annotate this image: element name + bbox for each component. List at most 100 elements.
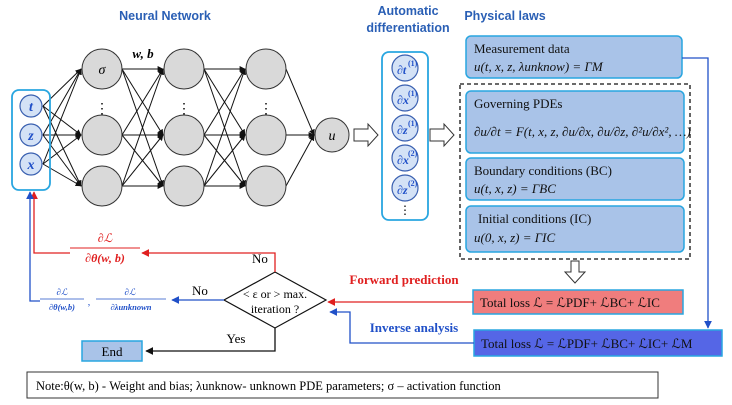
edge-in-0-h1-1 — [42, 105, 82, 136]
forward-prediction-label: Forward prediction — [349, 272, 459, 287]
input-label-z: z — [27, 129, 34, 144]
hidden-node-l2-3 — [163, 165, 205, 207]
hidden-node-l3-1 — [245, 48, 287, 90]
sigma-label: σ — [99, 63, 107, 78]
blue-gradient-numerator-2: ∂ℒ — [125, 287, 136, 297]
blue-gradient-denominator-2: ∂λunknown — [110, 302, 151, 312]
blue-gradient-denominator-1: ∂θ(w,b) — [49, 302, 75, 312]
hidden-node-l1-2 — [81, 114, 123, 156]
hidden-node-l3-3 — [245, 165, 287, 207]
autodiff-ellipsis: ⋮ — [399, 203, 411, 217]
autodiff-order-1: (1) — [408, 59, 418, 68]
hidden-node-l2-1 — [163, 48, 205, 90]
blue-gradient-numerator-1: ∂ℒ — [57, 287, 68, 297]
weights-label: w, b — [132, 46, 154, 61]
edge-h2-2-h3-1 — [203, 134, 246, 187]
hidden-node-l1-3 — [81, 165, 123, 207]
yes-arrow — [145, 328, 276, 355]
forward-loss-box — [472, 289, 684, 315]
note-box — [26, 371, 659, 399]
autodiff-title-line2: differentiation — [366, 21, 449, 35]
hidden-node-l1-1 — [81, 48, 123, 90]
physics-constraints-group — [459, 83, 691, 260]
autodiff-order-3: (1) — [408, 119, 418, 128]
autodiff-node-2 — [391, 84, 419, 112]
nn-to-autodiff-arrow — [353, 122, 379, 148]
red-feedback-arrow — [30, 191, 70, 254]
autodiff-order-4: (2) — [408, 149, 418, 158]
no-left-label: No — [192, 283, 208, 298]
edge-h3-2-out — [285, 134, 315, 187]
hidden-node-l3-2 — [245, 114, 287, 156]
ellipsis-layer3: ⋮ — [259, 102, 273, 117]
measurement-equation: u(t, x, z, λunknow) = ΓM — [474, 59, 604, 74]
input-node-x — [19, 152, 43, 176]
ellipsis-layer2: ⋮ — [177, 102, 191, 117]
red-gradient-numerator: ∂ℒ — [98, 231, 113, 245]
forward-loss-text: Total loss ℒ = ℒPDF+ ℒBC+ ℒIC — [480, 295, 660, 310]
initial-conditions-box — [465, 205, 685, 253]
inverse-analysis-label: Inverse analysis — [370, 320, 458, 335]
input-node-z — [19, 123, 43, 147]
edge-in-1-h1-0 — [42, 68, 82, 136]
neural-network-title: Neural Network — [119, 9, 211, 23]
end-label: End — [102, 344, 123, 359]
autodiff-to-physics-arrow — [429, 122, 455, 148]
edge-in-1-h1-2 — [42, 134, 82, 187]
autodiff-node-4 — [391, 144, 419, 172]
edge-h2-1-h3-0 — [203, 68, 246, 136]
edge-h1-2-h2-1 — [121, 134, 164, 187]
input-label-x: x — [27, 158, 35, 173]
initial-title: Initial conditions (IC) — [478, 211, 591, 226]
boundary-conditions-box — [465, 157, 685, 201]
autodiff-node-1 — [391, 54, 419, 82]
output-node — [314, 117, 350, 153]
yes-label: Yes — [227, 331, 246, 346]
autodiff-var-5: ∂z — [397, 183, 408, 197]
physics-to-loss-arrow — [563, 260, 587, 284]
measurement-title: Measurement data — [474, 41, 570, 56]
autodiff-derivatives: ∂t(1)∂x(1)∂z(1)∂x(2)∂z(2) — [391, 54, 419, 202]
red-gradient-denominator: ∂θ(w, b) — [85, 251, 125, 265]
autodiff-order-2: (1) — [408, 89, 418, 98]
decision-line2: iteration ? — [251, 302, 299, 316]
measurement-to-inverse-arrow — [682, 57, 712, 329]
no-forward-arrow — [141, 249, 276, 272]
blue-gradient-comma: , — [88, 297, 91, 308]
physical-laws-title: Physical laws — [464, 9, 545, 23]
output-label: u — [329, 129, 336, 144]
initial-equation: u(0, x, z) = ΓIC — [474, 230, 555, 245]
autodiff-node-5 — [391, 174, 419, 202]
inverse-loss-arrow — [329, 308, 474, 344]
autodiff-var-4: ∂x — [397, 153, 409, 167]
autodiff-title-line1: Automatic — [377, 4, 438, 18]
autodiff-node-3 — [391, 114, 419, 142]
edge-in-0-h1-2 — [42, 105, 82, 187]
autodiff-order-5: (2) — [408, 179, 418, 188]
input-layer: tzx — [19, 94, 43, 176]
edge-h1-2-h2-0 — [121, 68, 165, 187]
input-node-t — [19, 94, 43, 118]
edge-h3-0-out — [285, 68, 315, 136]
autodiff-box — [381, 51, 429, 221]
hidden-node-l2-2 — [163, 114, 205, 156]
end-box — [81, 340, 143, 362]
input-label-t: t — [29, 100, 34, 115]
governing-title: Governing PDEs — [474, 96, 562, 111]
note-text: Note:θ(w, b) - Weight and bias; λunknow-… — [36, 379, 502, 393]
autodiff-var-1: ∂t — [397, 63, 407, 77]
edge-in-0-h1-0 — [42, 68, 82, 107]
edge-h1-1-h2-0 — [121, 68, 164, 136]
autodiff-var-3: ∂z — [397, 123, 408, 137]
inverse-loss-text: Total loss ℒ = ℒPDF+ ℒBC+ ℒIC+ ℒM — [481, 336, 693, 351]
decision-line1: < ε or > max. — [243, 287, 307, 301]
edge-h2-2-h3-0 — [203, 68, 247, 187]
input-box — [11, 89, 51, 191]
autodiff-var-2: ∂x — [397, 93, 409, 107]
inverse-loss-box — [473, 329, 723, 357]
boundary-title: Boundary conditions (BC) — [474, 163, 612, 178]
governing-equation: ∂u/∂t = F(t, x, z, ∂u/∂x, ∂u/∂z, ∂²u/∂x²… — [474, 124, 691, 139]
measurement-data-box — [465, 35, 683, 79]
blue-feedback-arrow — [26, 191, 40, 302]
